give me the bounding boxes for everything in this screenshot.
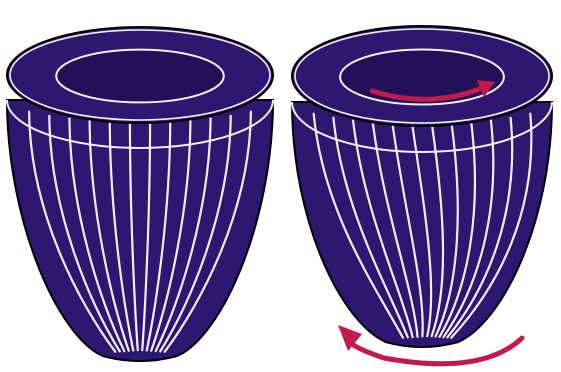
ventricle-cavity xyxy=(56,50,224,103)
ventricle-cavity xyxy=(340,50,504,105)
untwisted-ventricle-figure xyxy=(7,27,273,361)
twisted-ventricle-figure xyxy=(292,26,552,364)
ventricle-body xyxy=(7,100,273,361)
